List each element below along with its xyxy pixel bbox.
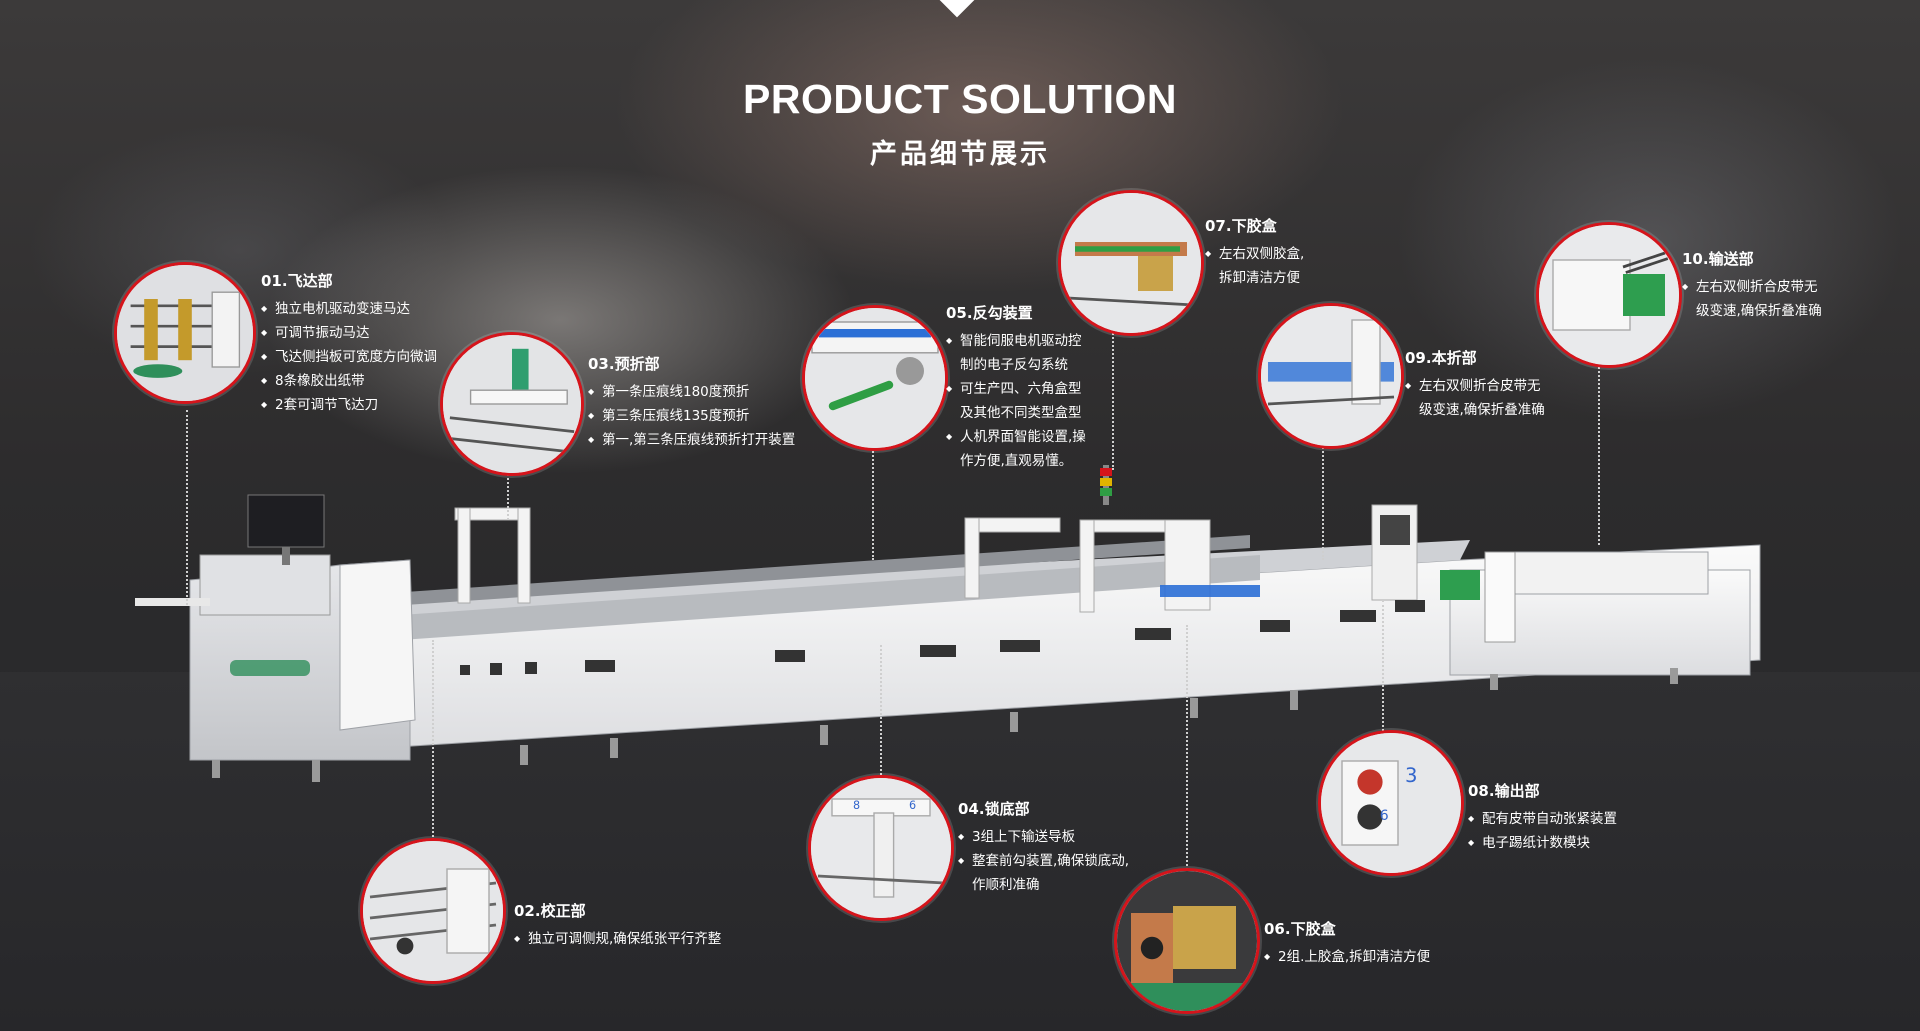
feature-line: 左右双侧折合皮带无 [1682, 275, 1822, 299]
feature-label-04: 04.锁底部 3组上下输送导板 整套前勾装置,确保锁底动, 作顺利准确 [958, 798, 1129, 897]
leader-line-08 [1382, 600, 1384, 735]
svg-text:6: 6 [1380, 808, 1389, 824]
feature-label-03: 03.预折部 第一条压痕线180度预折 第三条压痕线135度预折 第一,第三条压… [588, 353, 795, 452]
feature-line: 及其他不同类型盒型 [960, 405, 1082, 421]
feature-line: 飞达侧挡板可宽度方向微调 [261, 345, 437, 369]
feature-line: 作顺利准确 [972, 877, 1040, 893]
feature-line: 智能伺服电机驱动控 [946, 329, 1086, 353]
feature-line: 可调节振动马达 [261, 321, 437, 345]
feature-label-01: 01.飞达部 独立电机驱动变速马达 可调节振动马达 飞达侧挡板可宽度方向微调 8… [261, 270, 437, 417]
leader-line-10 [1598, 360, 1600, 545]
feature-label-05: 05.反勾装置 智能伺服电机驱动控 制的电子反勾系统 可生产四、六角盒型 及其他… [946, 302, 1086, 473]
feature-line: 人机界面智能设置,操 [946, 425, 1086, 449]
feature-line: 级变速,确保折叠准确 [1696, 303, 1822, 319]
feature-title: 05.反勾装置 [946, 304, 1033, 322]
feature-line: 拆卸清洁方便 [1219, 270, 1300, 286]
detail-image-02-register [360, 838, 506, 984]
leader-line-01 [186, 410, 188, 605]
leader-line-02 [432, 640, 434, 840]
svg-text:3: 3 [1405, 764, 1417, 787]
feature-line: 独立可调侧规,确保纸张平行齐整 [514, 927, 721, 951]
detail-image-05-backfold [802, 305, 948, 451]
svg-text:8: 8 [853, 799, 860, 812]
feature-title: 02.校正部 [514, 902, 586, 920]
feature-line: 电子踢纸计数模块 [1468, 831, 1617, 855]
leader-line-05 [872, 440, 874, 560]
feature-line: 整套前勾装置,确保锁底动, [958, 849, 1129, 873]
feature-title: 01.飞达部 [261, 272, 333, 290]
feature-line: 配有皮带自动张紧装置 [1468, 807, 1617, 831]
feature-line: 8条橡胶出纸带 [261, 369, 437, 393]
feature-title: 03.预折部 [588, 355, 660, 373]
detail-image-03-prefold [440, 332, 584, 476]
detail-image-01-feeder [114, 262, 256, 404]
feature-label-10: 10.输送部 左右双侧折合皮带无 级变速,确保折叠准确 [1682, 248, 1822, 323]
feature-line: 3组上下输送导板 [958, 825, 1129, 849]
leader-line-07 [1112, 330, 1114, 470]
detail-image-09-mainfold [1258, 303, 1404, 449]
feature-line: 级变速,确保折叠准确 [1419, 402, 1545, 418]
feature-line: 左右双侧折合皮带无 [1405, 374, 1545, 398]
leader-line-06 [1186, 625, 1188, 870]
page-title: PRODUCT SOLUTION [743, 76, 1177, 122]
svg-text:6: 6 [909, 799, 916, 812]
feature-line: 2组.上胶盒,拆卸清洁方便 [1264, 945, 1430, 969]
feature-title: 08.输出部 [1468, 782, 1540, 800]
feature-line: 第一,第三条压痕线预折打开装置 [588, 428, 795, 452]
detail-image-10-conveyor [1536, 222, 1682, 368]
feature-line: 制的电子反勾系统 [960, 357, 1068, 373]
leader-line-09 [1322, 440, 1324, 560]
feature-title: 07.下胶盒 [1205, 217, 1277, 235]
detail-image-06-gluer [1114, 868, 1260, 1014]
leader-line-04 [880, 645, 882, 775]
feature-line: 左右双侧胶盒, [1205, 242, 1304, 266]
feature-line: 独立电机驱动变速马达 [261, 297, 437, 321]
feature-line: 第一条压痕线180度预折 [588, 380, 795, 404]
feature-label-07: 07.下胶盒 左右双侧胶盒, 拆卸清洁方便 [1205, 215, 1304, 290]
feature-title: 09.本折部 [1405, 349, 1477, 367]
feature-title: 04.锁底部 [958, 800, 1030, 818]
feature-title: 10.输送部 [1682, 250, 1754, 268]
feature-label-02: 02.校正部 独立可调侧规,确保纸张平行齐整 [514, 900, 721, 951]
feature-line: 可生产四、六角盒型 [946, 377, 1086, 401]
detail-image-07-gluer [1058, 190, 1204, 336]
feature-label-08: 08.输出部 配有皮带自动张紧装置 电子踢纸计数模块 [1468, 780, 1617, 855]
feature-label-09: 09.本折部 左右双侧折合皮带无 级变速,确保折叠准确 [1405, 347, 1545, 422]
feature-line: 第三条压痕线135度预折 [588, 404, 795, 428]
page-subtitle: 产品细节展示 [870, 139, 1050, 170]
leader-line-03 [507, 470, 509, 520]
feature-title: 06.下胶盒 [1264, 920, 1336, 938]
feature-line: 作方便,直观易懂。 [960, 453, 1073, 469]
feature-label-06: 06.下胶盒 2组.上胶盒,拆卸清洁方便 [1264, 918, 1430, 969]
feature-line: 2套可调节飞达刀 [261, 393, 437, 417]
